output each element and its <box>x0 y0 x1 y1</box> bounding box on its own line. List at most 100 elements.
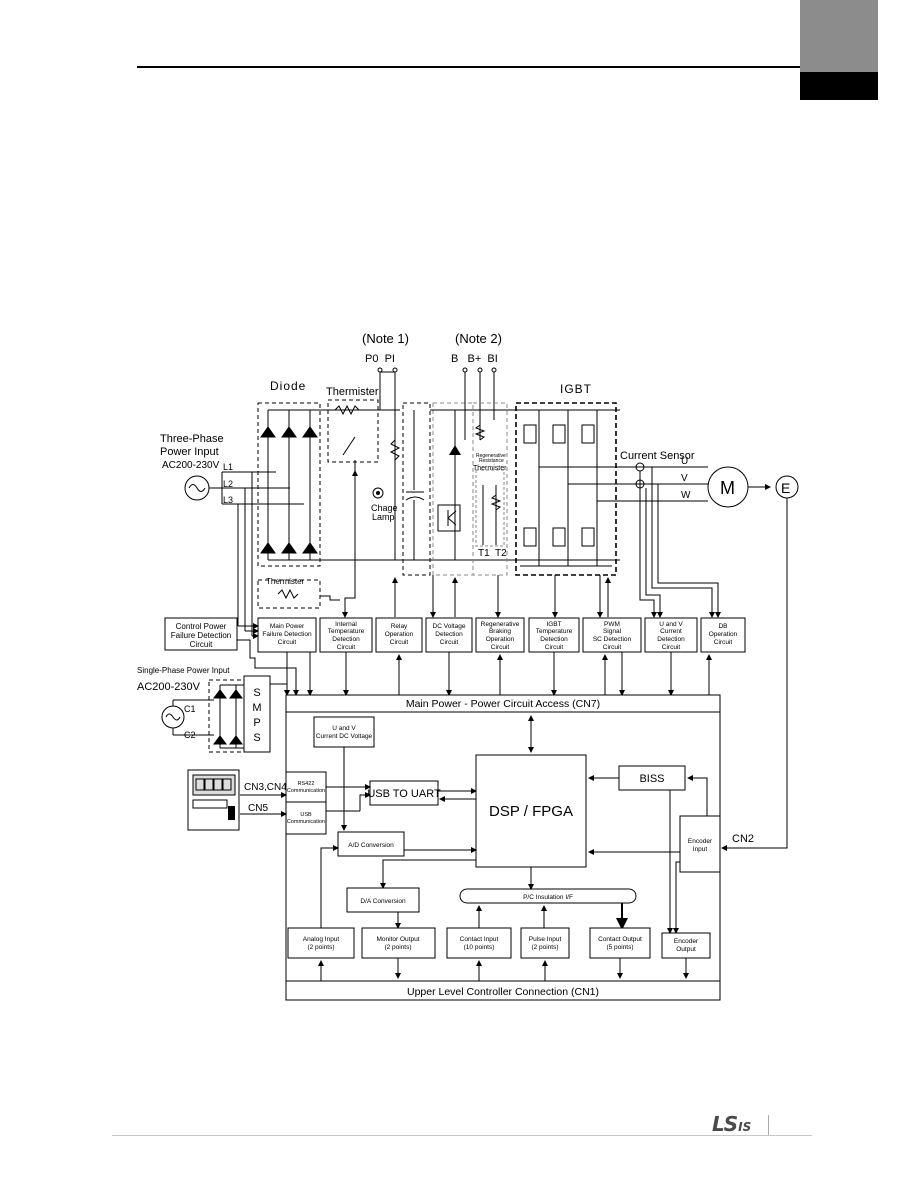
usb-comm-line2: Communication <box>287 819 325 825</box>
p0-pi-label: P0 PI <box>365 353 395 365</box>
smps-box <box>243 675 271 753</box>
control-power-line2: Failure Detection <box>171 631 231 640</box>
dc-link-box <box>432 402 474 576</box>
main-power-fail-line1: Main Power <box>270 623 305 630</box>
biss-label: BISS <box>639 773 664 785</box>
db-op-line3: Circuit <box>714 639 733 646</box>
block-pulse-input: Pulse Input (2 points) <box>520 927 570 959</box>
pwm-signal-line2: Signal <box>603 628 622 635</box>
usb-comm-line1: USB <box>300 812 312 818</box>
motor-label: M <box>720 478 735 498</box>
upper-level-bar-label: Upper Level Controller Connection (CN1) <box>407 986 599 998</box>
block-uv-current: U and V Current Detection Circuit <box>644 617 698 653</box>
block-regen-braking: Regenerative Braking Operation Circuit <box>475 617 525 653</box>
logo-sub: IS <box>738 1120 752 1134</box>
block-monitor-output: Monitor Output (2 points) <box>361 927 436 959</box>
t1-t2-label: T1 T2 <box>478 548 507 559</box>
block-usb-comm: USB Communication <box>285 801 327 835</box>
smps-p: P <box>253 717 260 729</box>
diode-label: Diode <box>270 379 306 393</box>
block-contact-output: Contact Output (5 points) <box>589 927 651 959</box>
logo-main: LS <box>712 1112 738 1136</box>
da-conv-line1: D/A Conversion <box>360 898 406 905</box>
block-encoder-output: Encoder Output <box>661 932 711 959</box>
c1-label: C1 <box>184 704 196 714</box>
regen-braking-line4: Circuit <box>491 644 510 651</box>
ls-is-logo: LSIS <box>712 1112 751 1136</box>
cn2-label: CN2 <box>732 833 754 845</box>
block-pwm-signal: PWM Signal SC Detection Circuit <box>582 617 642 653</box>
cn3-cn4-label: CN3,CN4 <box>244 782 287 793</box>
note1-label: (Note 1) <box>362 331 409 346</box>
b-terminals-label: B B+ BI <box>451 353 498 365</box>
capacitor-box <box>402 402 431 576</box>
rs422-line1: RS422 <box>298 781 315 787</box>
pwm-signal-line3: SC Detection <box>593 636 632 643</box>
dc-voltage-line2: Detection <box>435 631 463 638</box>
control-power-line3: Circuit <box>190 640 213 649</box>
block-db-operation: DB Operation Circuit <box>700 617 746 653</box>
block-ad-conversion: A/D Conversion <box>337 831 405 857</box>
dsp-fpga-label: DSP / FPGA <box>489 803 573 820</box>
diode-bridge <box>260 409 620 561</box>
thermister-label: Thermister <box>326 386 379 398</box>
pwm-signal-line1: PWM <box>604 621 620 628</box>
dsp-fpga-box <box>475 754 587 868</box>
block-dc-voltage: DC Voltage Detection Circuit <box>425 617 473 653</box>
relay-op-line2: Operation <box>385 631 414 638</box>
thermister-bottom-box <box>257 579 321 609</box>
uv-dc-line1: U and V <box>332 725 356 732</box>
encoder-label: E <box>781 480 790 496</box>
rs422-line2: Communication <box>287 788 325 794</box>
internal-temp-line1: Internal <box>335 621 357 628</box>
uv-current-line2: Current <box>660 628 682 635</box>
main-power-fail-line2: Failure Detection <box>262 631 312 638</box>
analog-input-line1: Analog Input <box>303 936 340 943</box>
igbt-temp-line1: IGBT <box>546 621 561 628</box>
igbt-label: IGBT <box>560 382 592 396</box>
smps-s: S <box>253 687 260 699</box>
l3-label: L3 <box>223 495 233 505</box>
block-igbt-temp: IGBT Temperature Detection Circuit <box>528 617 580 653</box>
uv-dc-line2: Current DC Voltage <box>316 733 373 740</box>
main-power-fail-line3: Circuit <box>278 639 297 646</box>
smps-m: M <box>252 702 261 714</box>
dc-voltage-line3: Circuit <box>440 639 459 646</box>
keypad-display-icon <box>187 769 240 831</box>
regen-braking-line3: Operation <box>486 636 515 643</box>
encoder-input-line2: Input <box>693 846 708 853</box>
internal-temp-line3: Detection <box>332 636 360 643</box>
regen-resistance-label-2: Resistance <box>479 458 504 464</box>
charge-lamp-label-2: Lamp <box>372 512 395 522</box>
analog-input-line2: (2 points) <box>307 944 334 951</box>
three-phase-label-1: Three-Phase <box>160 433 224 445</box>
ac-source-single-phase <box>161 699 214 736</box>
internal-temp-line2: Temperature <box>328 628 365 635</box>
block-control-power: Control Power Failure Detection Circuit <box>164 617 238 651</box>
contact-output-line1: Contact Output <box>598 936 642 943</box>
cn5-label: CN5 <box>248 803 268 814</box>
igbt-temp-line3: Detection <box>540 636 568 643</box>
usb-to-uart-box <box>369 780 439 806</box>
block-relay-operation: Relay Operation Circuit <box>375 617 423 653</box>
igbt-temp-line4: Circuit <box>545 644 564 651</box>
monitor-output-line2: (2 points) <box>384 944 411 951</box>
regen-resistor-box <box>472 402 508 576</box>
main-power-bar-label: Main Power - Power Circuit Access (CN7) <box>406 698 600 710</box>
biss-box <box>618 765 686 791</box>
diode-bridge-box <box>257 402 321 567</box>
pic-insulation-bar <box>459 888 637 904</box>
pic-insulation-label: P/C Insulation I/F <box>523 894 573 901</box>
relay-op-line1: Relay <box>391 623 408 630</box>
uv-current-line3: Detection <box>657 636 685 643</box>
block-encoder-input: Encoder Input <box>679 815 721 873</box>
control-power-line1: Control Power <box>176 622 227 631</box>
internal-temp-line4: Circuit <box>337 644 356 651</box>
block-uv-dc-voltage: U and V Current DC Voltage <box>313 716 375 748</box>
uv-current-line4: Circuit <box>662 644 681 651</box>
charge-lamp <box>372 487 384 499</box>
regen-resistance-label-1: Regenerative <box>476 453 506 459</box>
single-phase-label: Single-Phase Power Input <box>137 666 230 675</box>
contact-output-line2: (5 points) <box>606 944 633 951</box>
block-internal-temp: Internal Temperature Detection Circuit <box>319 617 373 653</box>
